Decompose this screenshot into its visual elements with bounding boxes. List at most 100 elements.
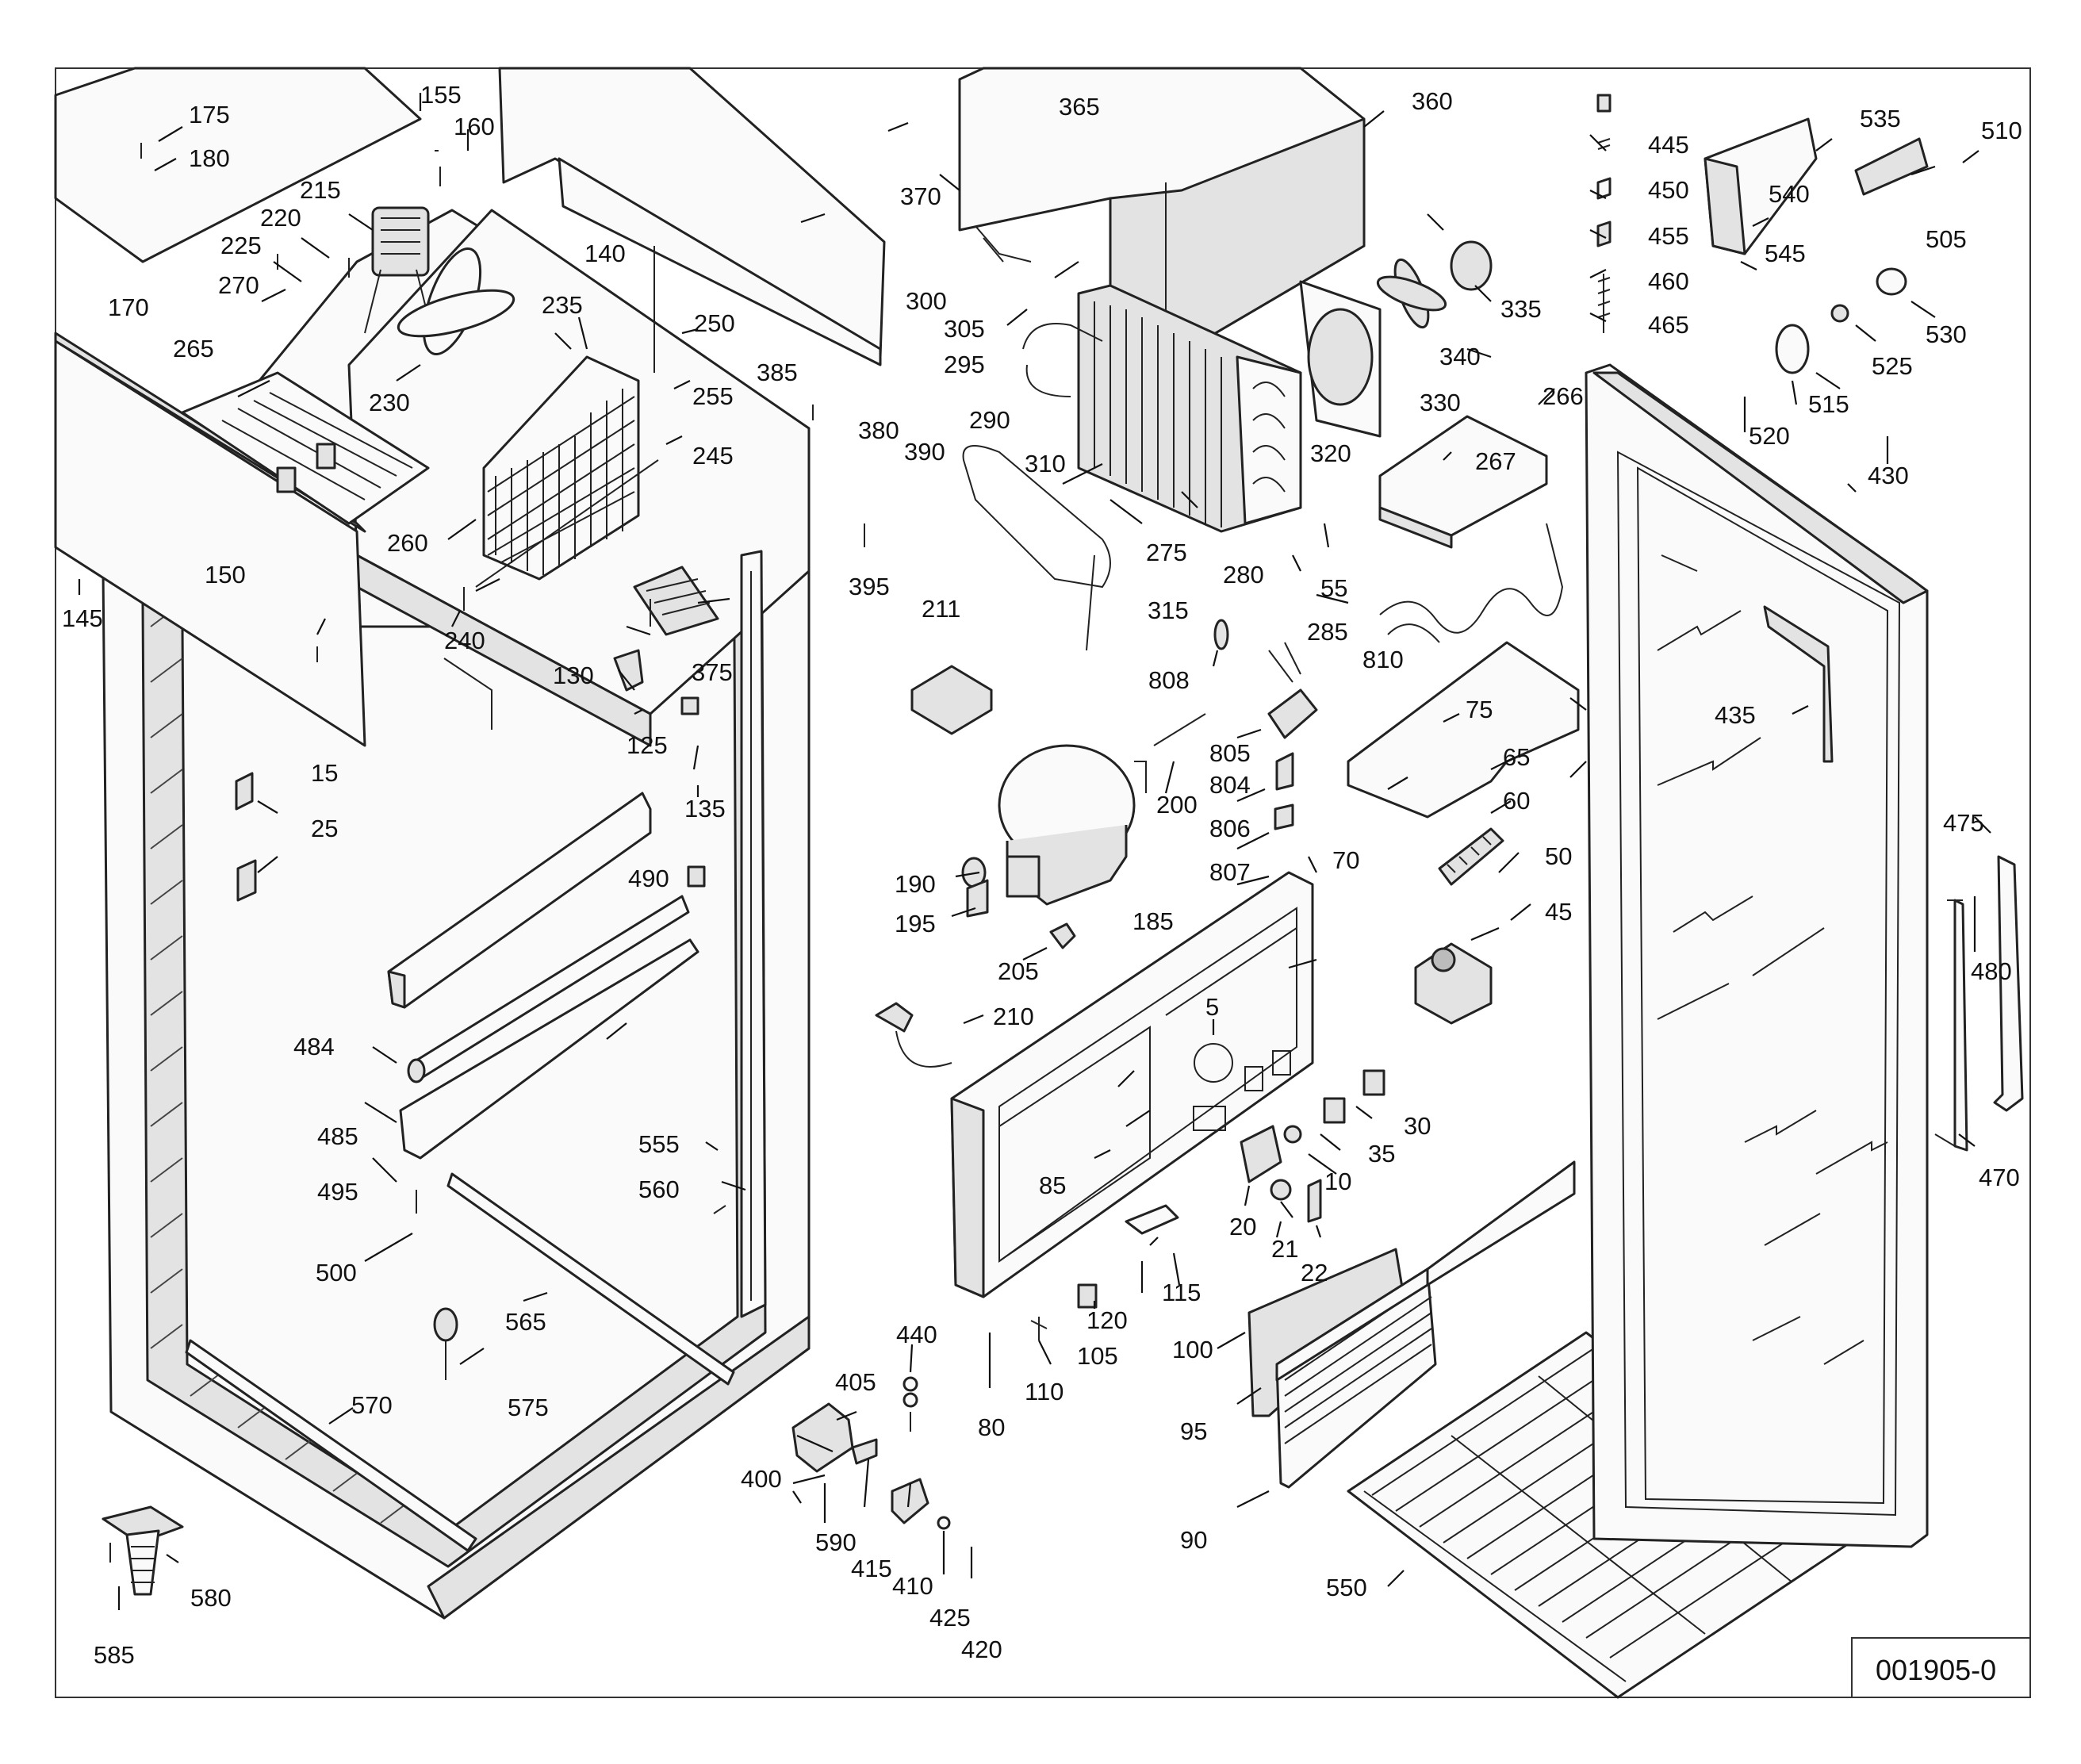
callout-100: 100	[1172, 1336, 1213, 1363]
callout-85: 85	[1039, 1172, 1066, 1199]
callout-80: 80	[978, 1413, 1005, 1441]
callout-30: 30	[1404, 1112, 1431, 1140]
callout-450: 450	[1648, 176, 1689, 204]
callout-285: 285	[1307, 618, 1348, 646]
door	[1585, 363, 2024, 1548]
callout-22: 22	[1301, 1259, 1328, 1287]
control-panel	[950, 871, 1314, 1298]
callout-145: 145	[62, 604, 103, 632]
callout-180: 180	[189, 144, 230, 172]
callout-130: 130	[553, 662, 594, 689]
callout-215: 215	[300, 176, 341, 204]
condensing-unit	[875, 67, 1564, 1068]
evaporator-tray	[181, 371, 430, 525]
callout-260: 260	[387, 529, 428, 557]
small-parts-left	[102, 143, 865, 1596]
callout-50: 50	[1545, 842, 1572, 870]
top-panels	[54, 67, 886, 366]
callout-280: 280	[1223, 561, 1264, 589]
callout-140: 140	[584, 240, 626, 267]
ventilation-grille	[1247, 1160, 1576, 1489]
callout-230: 230	[369, 389, 410, 416]
callout-535: 535	[1860, 105, 1901, 132]
callout-210: 210	[993, 1003, 1034, 1030]
callout-405: 405	[835, 1368, 876, 1396]
callout-575: 575	[508, 1394, 549, 1421]
callout-300: 300	[906, 287, 947, 315]
evaporator-coil	[475, 355, 659, 588]
callout-365: 365	[1059, 93, 1100, 121]
callout-804: 804	[1209, 771, 1251, 799]
callout-220: 220	[260, 204, 301, 232]
callout-515: 515	[1808, 390, 1849, 418]
callout-305: 305	[944, 315, 985, 343]
callout-440: 440	[896, 1321, 937, 1348]
callout-540: 540	[1769, 180, 1810, 208]
callout-45: 45	[1545, 898, 1572, 926]
callout-155: 155	[420, 81, 462, 109]
document-id-box: 001905-0	[1851, 1637, 2031, 1698]
callout-245: 245	[692, 442, 734, 470]
callout-20: 20	[1229, 1213, 1256, 1241]
callout-120: 120	[1086, 1306, 1128, 1334]
callout-420: 420	[961, 1636, 1002, 1663]
callout-267: 267	[1475, 447, 1516, 475]
callout-410: 410	[892, 1572, 933, 1600]
callout-550: 550	[1326, 1574, 1367, 1601]
callout-175: 175	[189, 101, 230, 128]
callout-480: 480	[1971, 957, 2012, 985]
callout-150: 150	[205, 561, 246, 589]
callout-115: 115	[1162, 1279, 1201, 1306]
callout-590: 590	[815, 1528, 857, 1556]
callout-5: 5	[1205, 993, 1219, 1021]
callout-808: 808	[1148, 666, 1190, 694]
callout-90: 90	[1180, 1526, 1207, 1554]
callout-385: 385	[757, 359, 798, 386]
callout-240: 240	[444, 627, 485, 654]
callout-370: 370	[900, 182, 941, 210]
callout-400: 400	[741, 1465, 782, 1493]
callout-806: 806	[1209, 815, 1251, 842]
callout-10: 10	[1324, 1168, 1351, 1195]
callout-190: 190	[895, 870, 936, 898]
callout-60: 60	[1503, 787, 1530, 815]
callout-465: 465	[1648, 311, 1689, 339]
callout-425: 425	[929, 1604, 971, 1632]
callout-265: 265	[173, 335, 214, 362]
callout-555: 555	[638, 1130, 680, 1158]
callout-495: 495	[317, 1178, 358, 1206]
callout-375: 375	[692, 658, 733, 686]
callout-310: 310	[1025, 450, 1066, 477]
callout-510: 510	[1981, 117, 2022, 144]
callout-475: 475	[1943, 809, 1984, 837]
callout-335: 335	[1500, 295, 1542, 323]
callout-805: 805	[1209, 739, 1251, 767]
callout-525: 525	[1872, 352, 1913, 380]
callout-810: 810	[1362, 646, 1404, 673]
callout-470: 470	[1979, 1164, 2020, 1191]
callout-455: 455	[1648, 222, 1689, 250]
callout-105: 105	[1077, 1342, 1118, 1370]
callout-485: 485	[317, 1122, 358, 1150]
callout-15: 15	[311, 759, 338, 787]
callout-275: 275	[1146, 539, 1187, 566]
callout-125: 125	[627, 731, 668, 759]
callout-390: 390	[904, 438, 945, 466]
callout-445: 445	[1648, 131, 1689, 159]
callout-225: 225	[220, 232, 262, 259]
callout-435: 435	[1715, 701, 1756, 729]
callout-35: 35	[1368, 1140, 1395, 1168]
callout-545: 545	[1765, 240, 1806, 267]
callout-55: 55	[1320, 574, 1347, 602]
callout-135: 135	[684, 795, 726, 823]
callout-labels: 175 180 155 160 215 220 225 270 170 265 …	[62, 81, 2022, 1669]
callout-580: 580	[190, 1584, 232, 1612]
callout-490: 490	[628, 865, 669, 892]
callout-460: 460	[1648, 267, 1689, 295]
callout-65: 65	[1503, 743, 1530, 771]
callout-250: 250	[694, 309, 735, 337]
small-parts-right	[1596, 94, 1929, 374]
callout-565: 565	[505, 1308, 546, 1336]
callout-520: 520	[1749, 422, 1790, 450]
callout-380: 380	[858, 416, 899, 444]
